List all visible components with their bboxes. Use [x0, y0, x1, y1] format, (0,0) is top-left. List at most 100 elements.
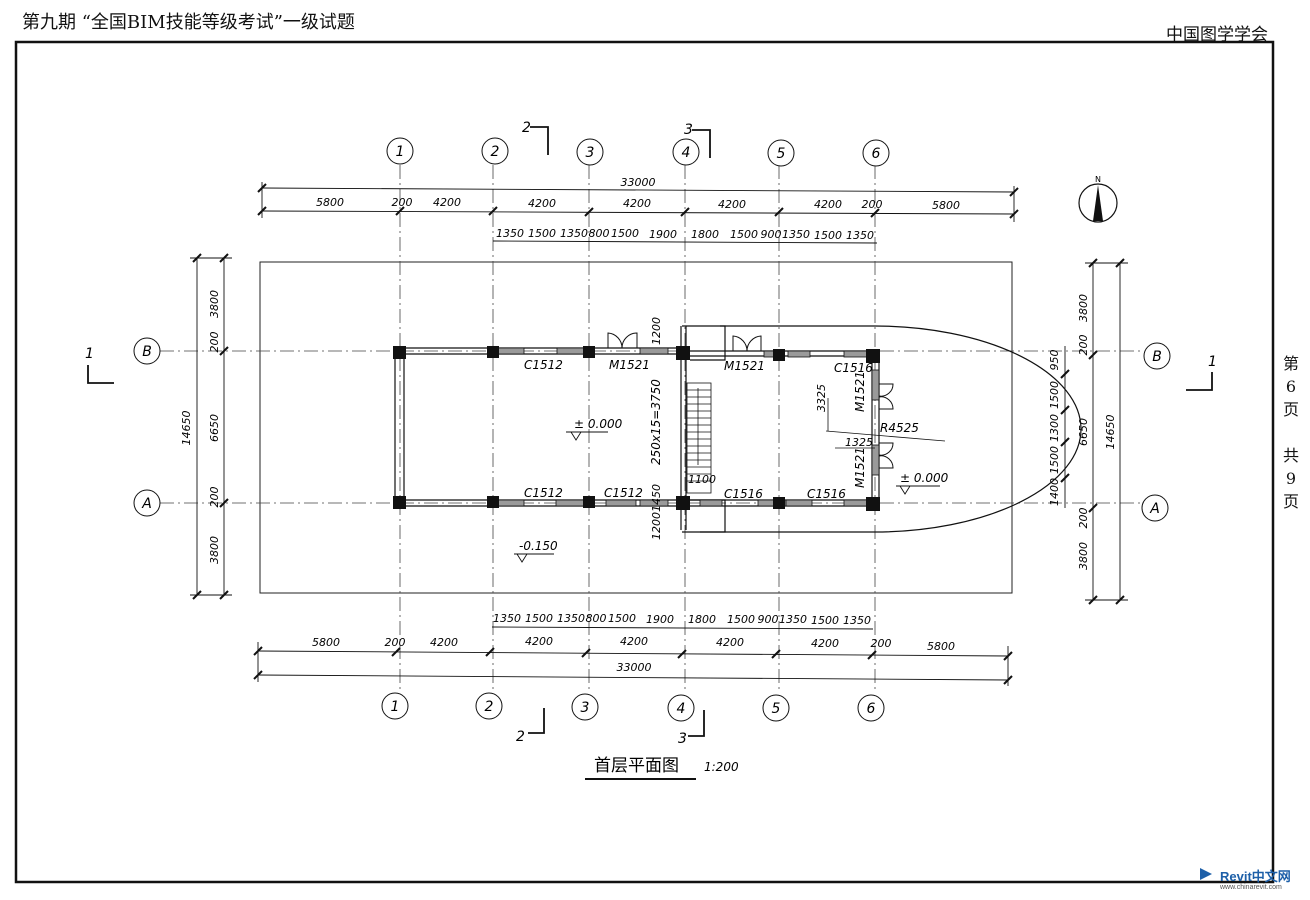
- organization-name: 中国图学学会: [1166, 25, 1268, 45]
- north-arrow: [1078, 183, 1118, 223]
- dim-top-r3-1: 1500: [528, 227, 556, 240]
- dim-bot-r1-5: 1900: [646, 613, 674, 626]
- dim-top-r2-8: 5800: [932, 199, 960, 212]
- watermark-brand: Revit中文网: [1220, 869, 1291, 884]
- dim-left-0: 3800: [208, 290, 221, 318]
- exam-title: 第九期 “全国BIM技能等级考试”一级试题: [22, 12, 355, 33]
- stair-label: 250x15=3750: [649, 379, 663, 465]
- section-label-bot-2: 2: [516, 729, 525, 745]
- level-label-b: ± 0.000: [900, 471, 949, 485]
- grid-label-bottom-3: 3: [581, 700, 590, 716]
- dim-top-r3-0: 1350: [496, 227, 524, 240]
- dim-bot-r1-1: 1500: [525, 612, 553, 625]
- dim-right-inner-1: 1500: [1048, 381, 1061, 409]
- dim-bot-r2-4: 4200: [620, 635, 648, 648]
- section-label-top-2: 2: [522, 120, 531, 136]
- grid-label-top-3: 3: [586, 145, 595, 161]
- window-label-c1512-b: C1512: [524, 486, 563, 500]
- dim-top-r3-2: 1350: [560, 227, 588, 240]
- page-indicator: 第 6 页 共 9 页: [1280, 352, 1302, 513]
- dim-top-r3-9: 1350: [782, 228, 810, 241]
- drawing-scale: 1:200: [704, 760, 739, 774]
- doors: [607, 332, 894, 469]
- dim-right-3: 200: [1077, 508, 1090, 529]
- dim-1200-a: 1200: [650, 317, 663, 345]
- watermark: Revit中文网 www.chinarevit.com: [1200, 866, 1291, 891]
- dim-top-r3-7: 1500: [730, 228, 758, 241]
- grid-label-bottom-1: 1: [391, 699, 400, 715]
- dims-right-inner: 950 1500 1300 1500 1400: [1048, 350, 1061, 507]
- page-char: 第: [1282, 354, 1299, 373]
- dimension-lines-right: [1064, 262, 1128, 601]
- section-label-bot-3: 3: [678, 731, 687, 747]
- north-label: N: [1095, 175, 1101, 184]
- window-label-c1516-b: C1516: [724, 487, 763, 501]
- level-label-a: ± 0.000: [574, 417, 623, 431]
- dim-right-inner-3: 1500: [1048, 446, 1061, 474]
- dimension-ticks-right: [1060, 258, 1125, 605]
- dim-top-r3-4: 1500: [611, 227, 639, 240]
- dim-bot-r2-2: 4200: [430, 636, 458, 649]
- grid-label-right-A: A: [1149, 501, 1160, 517]
- grid-label-top-6: 6: [872, 146, 881, 162]
- grid-label-bottom-6: 6: [867, 701, 876, 717]
- door-label-m1521-c: M1521: [853, 371, 867, 412]
- dim-bot-r1-8: 900: [758, 613, 779, 626]
- grid-label-right-B: B: [1152, 349, 1162, 365]
- dim-bot-r1-10: 1500: [811, 614, 839, 627]
- dim-bot-r1-11: 1350: [843, 614, 871, 627]
- dimension-ticks-bottom: [253, 646, 1013, 685]
- dim-left-1: 200: [208, 332, 221, 353]
- dim-top-total: 33000: [621, 176, 656, 189]
- dim-top-r3-6: 1800: [691, 228, 719, 241]
- dimension-lines-bottom: [257, 626, 1009, 686]
- dim-right-4: 3800: [1077, 542, 1090, 570]
- grid-bubbles-bottom: [381, 692, 885, 722]
- radius-label: R4525: [880, 421, 919, 435]
- dimension-ticks-top: [257, 183, 1019, 219]
- dim-right-inner-2: 1300: [1048, 414, 1061, 442]
- grid-bubbles-top: [386, 137, 890, 167]
- dim-top-r3-10: 1500: [814, 229, 842, 242]
- dim-bot-r1-6: 1800: [688, 613, 716, 626]
- page-char: 共: [1282, 446, 1299, 465]
- grid-label-top-5: 5: [777, 146, 786, 162]
- stair: [686, 382, 712, 494]
- dim-1200-b: 1200: [650, 512, 663, 540]
- dim-left-3: 200: [208, 487, 221, 508]
- dim-left-2: 6650: [208, 414, 221, 442]
- drawing-title: 首层平面图: [594, 756, 679, 776]
- radius-leader: [825, 398, 946, 449]
- dimension-ticks-left: [192, 253, 229, 600]
- dim-top-r2-1: 200: [392, 196, 413, 209]
- dim-right-total: 14650: [1104, 415, 1117, 450]
- page-char: 页: [1282, 492, 1299, 511]
- page-char: 页: [1282, 400, 1299, 419]
- dims-bottom-row1: 1350 1500 1350 800 1500 1900 1800 1500 9…: [493, 612, 871, 627]
- dim-bot-r2-0: 5800: [312, 636, 340, 649]
- door-label-m1521-b: M1521: [724, 359, 765, 373]
- dim-1450: 1450: [650, 484, 663, 512]
- grid-label-bottom-4: 4: [677, 701, 686, 717]
- dim-bot-r1-9: 1350: [779, 613, 807, 626]
- dim-right-inner-0: 950: [1048, 350, 1061, 371]
- dim-top-r2-0: 5800: [316, 196, 344, 209]
- dim-bot-r2-6: 4200: [811, 637, 839, 650]
- dim-right-1: 200: [1077, 335, 1090, 356]
- section-label-right: 1: [1208, 354, 1217, 370]
- watermark-url: www.chinarevit.com: [1220, 884, 1282, 891]
- grid-label-bottom-5: 5: [772, 701, 781, 717]
- grid-label-left-B: B: [142, 344, 152, 360]
- dims-top-row3: 1350 1500 1350 800 1500 1900 1800 1500 9…: [496, 227, 874, 242]
- site-outline: [259, 261, 1013, 594]
- dim-bot-r1-2: 1350: [557, 612, 585, 625]
- dim-top-r2-6: 4200: [814, 198, 842, 211]
- sheet-border: [14, 40, 1275, 884]
- dim-top-r3-5: 1900: [649, 228, 677, 241]
- dim-1325: 1325: [845, 436, 873, 449]
- dim-bot-r2-3: 4200: [525, 635, 553, 648]
- dim-top-r2-2: 4200: [433, 196, 461, 209]
- dim-top-r2-7: 200: [862, 198, 883, 211]
- grid-label-top-2: 2: [491, 144, 500, 160]
- dim-bot-r2-8: 5800: [927, 640, 955, 653]
